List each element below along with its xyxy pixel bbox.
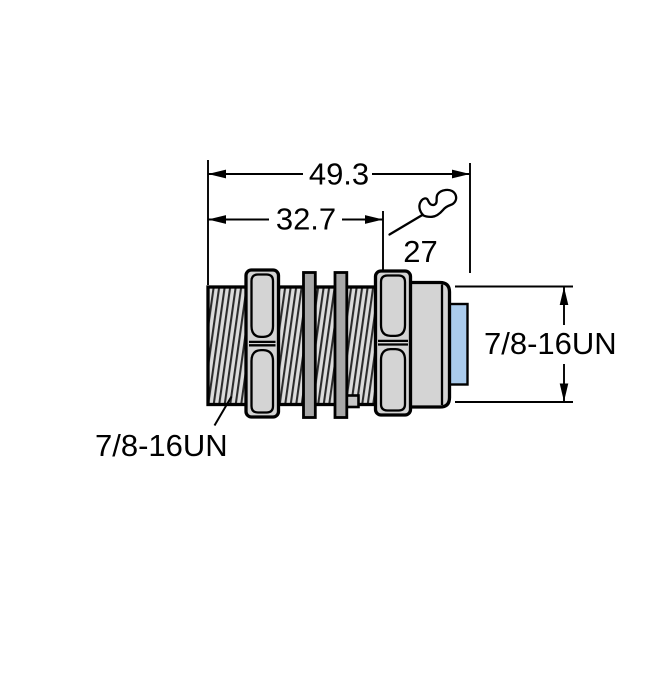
connector-body	[206, 268, 469, 419]
arrowhead-down	[559, 383, 569, 402]
overall-length-label: 49.3	[309, 157, 369, 192]
arrowhead-left	[208, 215, 226, 224]
wrench-icon	[418, 188, 458, 218]
hex-nut-front-facet-bottom	[250, 348, 275, 414]
arrowhead-left	[208, 169, 226, 179]
hex-nut-rear-facet-top	[379, 274, 407, 338]
hex-nut-front	[244, 268, 281, 419]
threaded-section	[206, 285, 379, 407]
coupling-face-blue	[447, 302, 469, 386]
arrowhead-up	[559, 287, 569, 305]
wrench-icon	[388, 212, 426, 236]
lock-washer-1	[302, 271, 317, 419]
hex-nut-rear-outline	[373, 269, 413, 417]
dimension-overall-length: 49.3	[207, 157, 471, 285]
hex-nut-front-outline	[244, 268, 281, 419]
thread-length-label: 32.7	[276, 202, 336, 237]
front-thread-label: 7/8-16UN	[95, 428, 228, 463]
wrench-size-label: 27	[403, 234, 437, 269]
arrowhead-right	[452, 169, 470, 179]
rear-body	[408, 280, 452, 409]
dimension-thread-length: 32.7	[208, 202, 384, 271]
dimension-rear-thread: 7/8-16UN	[455, 285, 617, 403]
lock-washer-2	[333, 271, 349, 419]
leader-line	[213, 395, 233, 427]
arrowhead-right	[365, 215, 383, 224]
hex-nut-front-facet-top	[250, 273, 275, 339]
hex-nut-rear-facet-bottom	[379, 347, 407, 412]
wrench-size-callout: 27	[388, 188, 458, 269]
hex-nut-rear	[373, 269, 413, 417]
front-thread-callout: 7/8-16UN	[95, 395, 233, 463]
rear-thread-label: 7/8-16UN	[484, 326, 617, 361]
